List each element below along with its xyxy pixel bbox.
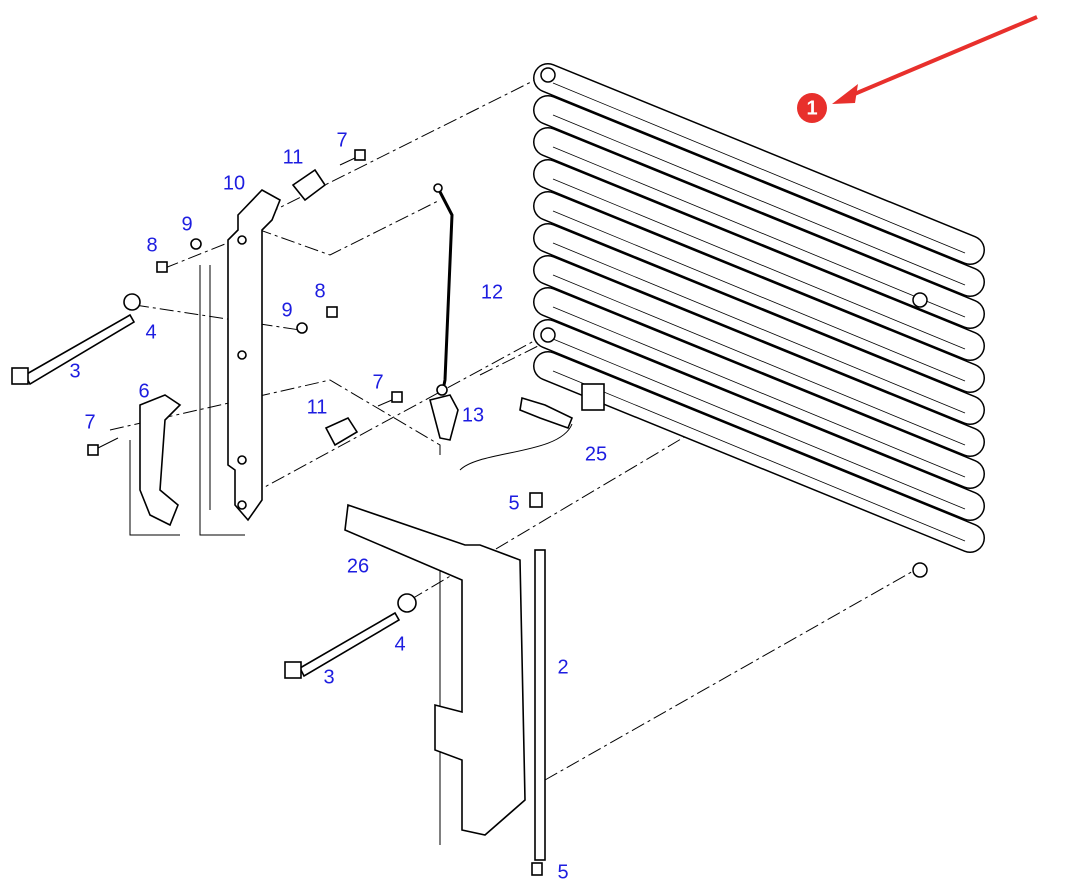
rod: [534, 549, 546, 861]
label-flat-washer-lower[interactable]: 4: [394, 633, 405, 655]
label-bolt-mid[interactable]: 7: [372, 371, 383, 393]
label-washer-mid[interactable]: 9: [281, 299, 292, 321]
condenser-tube: [534, 96, 984, 296]
handle: [139, 394, 182, 527]
label-pressure-switch[interactable]: 25: [585, 443, 607, 465]
tube-shading: [552, 242, 966, 414]
assembly-lines: [109, 74, 916, 845]
label-handle[interactable]: 6: [138, 380, 149, 402]
label-bracket-upper[interactable]: 10: [223, 172, 245, 194]
label-hose[interactable]: 12: [481, 281, 503, 303]
tube-shading: [552, 178, 966, 350]
mount-hole: [540, 327, 556, 343]
long-bolts: [11, 293, 417, 679]
small-hardware: [87, 149, 543, 876]
label-tag[interactable]: 13: [462, 404, 484, 426]
label-rod[interactable]: 2: [557, 656, 568, 678]
tube-shading: [552, 146, 966, 318]
label-stud-bottom[interactable]: 5: [557, 861, 568, 883]
tube-shading: [552, 82, 966, 254]
part-labels: 10 11 7 9 8 9 8 4 3 6 7 7 11 12 13 25 5 …: [69, 129, 607, 883]
label-nut-left[interactable]: 8: [146, 234, 157, 256]
condenser-core: [533, 63, 985, 578]
hose: [436, 187, 454, 396]
pressure-switch: [519, 396, 574, 430]
lower-bracket: [344, 503, 526, 836]
condenser-tube: [534, 320, 984, 520]
mount-hole: [912, 562, 928, 578]
condenser-tube: [534, 352, 984, 552]
condenser-tube: [534, 160, 984, 360]
label-washer-left[interactable]: 9: [181, 213, 192, 235]
tag: [429, 394, 459, 441]
condenser-tube: [534, 256, 984, 456]
tube-shading: [552, 114, 966, 286]
label-bolt-upper[interactable]: 7: [336, 129, 347, 151]
label-bolt-left[interactable]: 7: [84, 411, 95, 433]
label-clip-upper[interactable]: 11: [283, 146, 304, 168]
label-clip-mid[interactable]: 11: [307, 396, 328, 418]
condenser-tube: [534, 224, 984, 424]
tube-shading: [552, 274, 966, 446]
tube-shading: [552, 338, 966, 510]
highlight-marker: 1: [797, 15, 1038, 123]
tube-shading: [552, 306, 966, 478]
condenser-tube: [534, 128, 984, 328]
mount-hole: [912, 292, 928, 308]
label-long-bolt-lower[interactable]: 3: [323, 666, 334, 688]
condenser-tube: [534, 192, 984, 392]
label-screws[interactable]: 26: [347, 555, 369, 577]
tube-shading: [552, 370, 966, 542]
label-flat-washer-upper[interactable]: 4: [145, 321, 156, 343]
condenser-tube: [534, 288, 984, 488]
label-nut-mid[interactable]: 8: [314, 280, 325, 302]
tube-shading: [552, 210, 966, 382]
label-stud-top[interactable]: 5: [508, 492, 519, 514]
label-long-bolt-upper[interactable]: 3: [69, 360, 80, 382]
condenser-tube: [534, 64, 984, 264]
mount-hole: [540, 67, 556, 83]
badge-number: 1: [806, 97, 817, 119]
upper-bracket: [227, 189, 282, 522]
